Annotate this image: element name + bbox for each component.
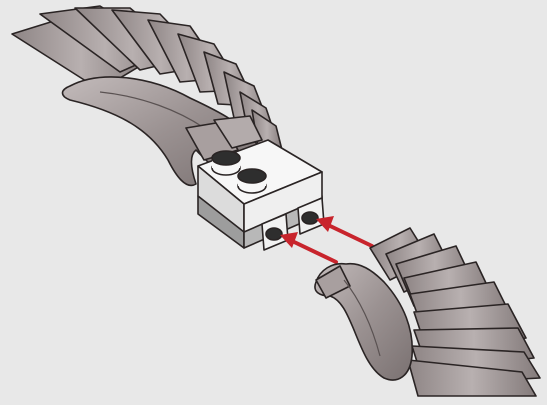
- assembly-illustration: [0, 0, 547, 405]
- instruction-canvas: [0, 0, 547, 405]
